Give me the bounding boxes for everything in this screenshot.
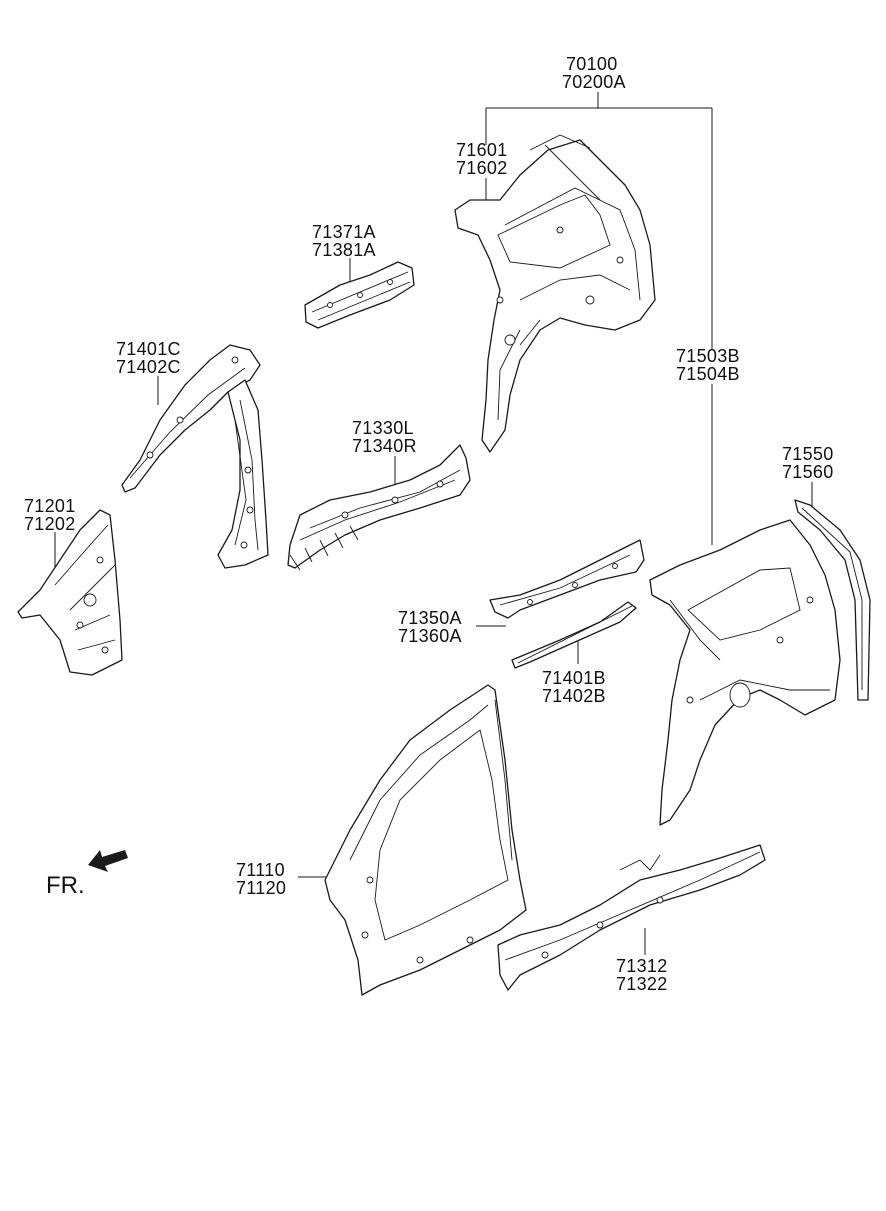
callout-71402b: 71402B xyxy=(542,686,606,706)
callout-71371a: 71371A xyxy=(312,222,376,242)
part-sill-rail-strip xyxy=(511,601,637,669)
callout-71312: 71312 xyxy=(616,956,668,976)
callout-71560: 71560 xyxy=(782,462,834,482)
part-front-pillar-upper-rail xyxy=(121,344,269,569)
front-direction-indicator: FR. xyxy=(46,850,128,899)
part-quarter-outer-panel xyxy=(649,499,871,826)
callout-70200a: 70200A xyxy=(562,72,626,92)
part-roof-rail-bracket xyxy=(304,261,415,329)
callout-71330l: 71330L xyxy=(352,418,414,438)
callout-71602: 71602 xyxy=(456,158,508,178)
callout-71202: 71202 xyxy=(24,514,76,534)
callout-71550: 71550 xyxy=(782,444,834,464)
callout-71381a: 71381A xyxy=(312,240,376,260)
callout-70100: 70100 xyxy=(566,54,618,74)
part-door-sill-reinforcement xyxy=(489,539,645,619)
front-direction-label: FR. xyxy=(46,872,85,899)
callout-71120: 71120 xyxy=(236,878,286,898)
part-rear-quarter-inner-panel xyxy=(454,134,656,453)
callout-71601: 71601 xyxy=(456,140,508,160)
callout-71503b: 71503B xyxy=(676,346,740,366)
callout-71360a: 71360A xyxy=(398,626,462,646)
callout-71110: 71110 xyxy=(236,860,285,880)
part-side-sill-outer xyxy=(497,844,766,991)
callout-71401b: 71401B xyxy=(542,668,606,688)
callout-71201: 71201 xyxy=(24,496,76,516)
callout-71322: 71322 xyxy=(616,974,668,994)
front-direction-arrow-icon xyxy=(88,850,128,872)
leader-lines xyxy=(54,92,813,955)
part-front-pillar-inner-lower xyxy=(17,509,123,676)
callout-71504b: 71504B xyxy=(676,364,740,384)
part-number-callouts: 70100 70200A 71601 71602 71371A 71381A 7… xyxy=(24,54,834,994)
part-side-sill-inner-rear xyxy=(287,444,471,571)
part-side-outer-front-panel xyxy=(324,684,527,996)
callout-71402c: 71402C xyxy=(116,357,181,377)
callout-71340r: 71340R xyxy=(352,436,417,456)
callout-71401c: 71401C xyxy=(116,339,181,359)
callout-71350a: 71350A xyxy=(398,608,462,628)
